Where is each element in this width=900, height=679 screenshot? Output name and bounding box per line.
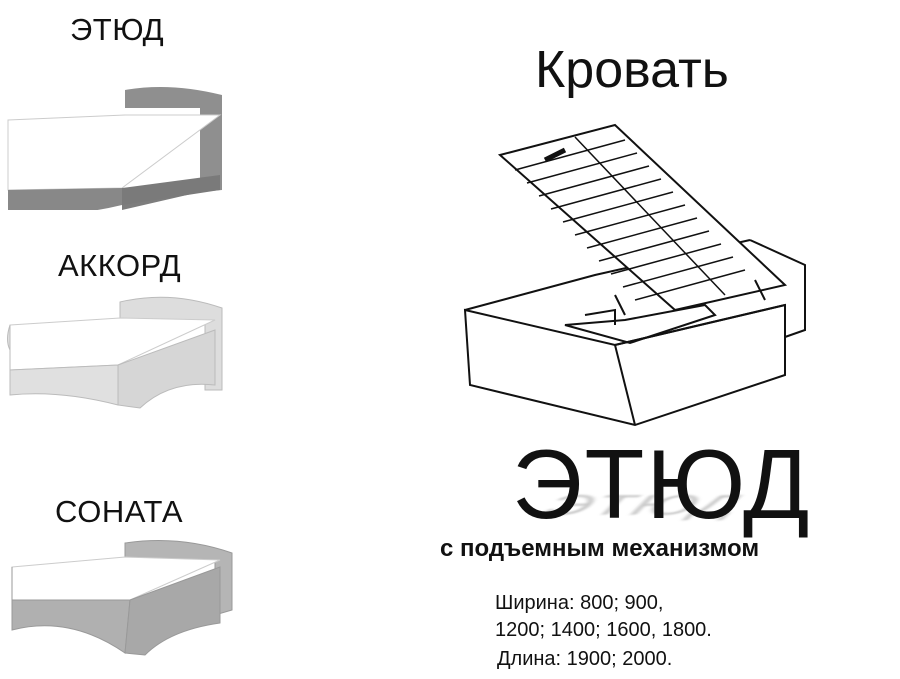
page-title: Кровать	[535, 41, 729, 99]
length-spec: Длина: 1900; 2000.	[497, 648, 673, 670]
width-spec-line2: 1200; 1400; 1600, 1800.	[495, 619, 712, 641]
lift-bed-drawing	[463, 123, 806, 427]
model-label-etude: ЭТЮД	[70, 12, 165, 47]
model-label-sonata: СОНАТА	[55, 494, 184, 529]
width-spec-line1: Ширина: 800; 900,	[495, 592, 664, 614]
bed-akkord-image	[7, 296, 223, 409]
bed-etude-image	[7, 86, 222, 210]
brand-name: ЭТЮД	[512, 429, 812, 539]
model-label-akkord: АККОРД	[58, 248, 182, 283]
bed-sonata-image	[11, 540, 233, 656]
subtitle: с подъемным механизмом	[440, 535, 760, 562]
